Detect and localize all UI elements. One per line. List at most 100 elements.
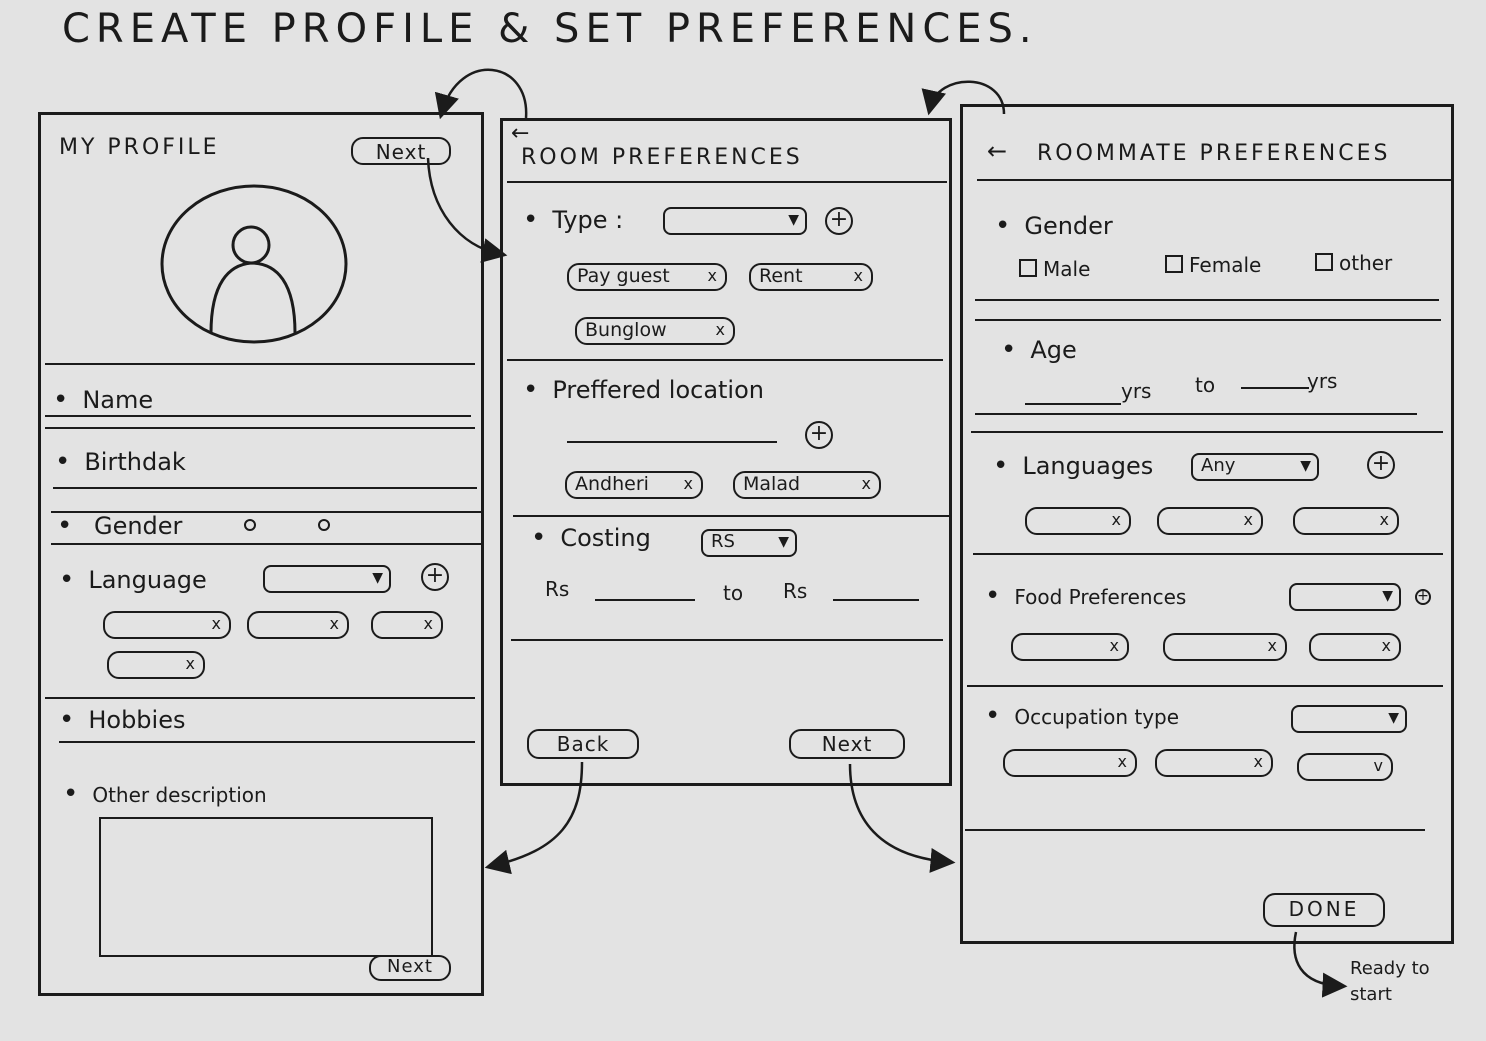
gender-radio-2[interactable] — [317, 519, 330, 531]
name-label: Name — [53, 385, 153, 415]
cost-from-input[interactable] — [595, 599, 695, 601]
checkbox[interactable] — [1019, 259, 1037, 277]
language-chip-4[interactable]: x — [107, 651, 205, 679]
add-type-plus-icon[interactable]: + — [825, 207, 853, 235]
occupation-chip-3[interactable]: v — [1297, 753, 1393, 781]
close-icon[interactable]: x — [1381, 636, 1391, 655]
chevron-down-icon: ▼ — [788, 212, 799, 228]
type-dropdown[interactable]: ▼ — [663, 207, 807, 235]
gender-option-female[interactable]: Female — [1165, 253, 1261, 277]
occupation-label: Occupation type — [985, 701, 1179, 731]
close-icon[interactable]: x — [1117, 752, 1127, 771]
room-next-button[interactable]: Next — [789, 729, 905, 759]
location-input[interactable] — [567, 441, 777, 443]
add-language-plus-icon[interactable]: + — [1367, 451, 1395, 479]
profile-next-button-top[interactable]: Next — [351, 137, 451, 165]
food-chip-1[interactable]: x — [1011, 633, 1129, 661]
age-to-word: to — [1195, 373, 1216, 397]
room-back-button[interactable]: Back — [527, 729, 639, 759]
language-label: Language — [59, 565, 206, 595]
close-icon[interactable]: x — [211, 614, 221, 633]
language-chip-3[interactable]: x — [1293, 507, 1399, 535]
close-icon[interactable]: x — [683, 474, 693, 493]
checkbox[interactable] — [1315, 253, 1333, 271]
close-icon[interactable]: x — [185, 654, 195, 673]
roommate-preferences-screen: ← ROOMMATE PREFERENCES Gender Male Femal… — [960, 104, 1454, 944]
arrow-profile-next-to-room — [426, 157, 508, 263]
close-icon[interactable]: x — [1379, 510, 1389, 529]
description-textarea[interactable] — [99, 817, 433, 957]
age-to-input[interactable] — [1241, 387, 1309, 389]
chevron-down-icon: ▼ — [1300, 458, 1311, 474]
close-icon[interactable]: x — [707, 266, 717, 285]
arrow-next-to-roommate — [848, 763, 956, 873]
location-label: Preffered location — [523, 375, 764, 405]
close-icon[interactable]: x — [853, 266, 863, 285]
chevron-down-icon: ▼ — [1388, 710, 1399, 726]
close-icon[interactable]: x — [1111, 510, 1121, 529]
back-arrow-icon[interactable]: ← — [511, 121, 530, 146]
gender-option-male[interactable]: Male — [1019, 257, 1090, 281]
cost-to-prefix: Rs — [783, 579, 808, 603]
close-icon[interactable]: x — [861, 474, 871, 493]
page-title: CREATE PROFILE & SET PREFERENCES. — [62, 6, 1038, 52]
arrow-back-to-profile — [484, 761, 584, 875]
occupation-chip-2[interactable]: x — [1155, 749, 1273, 777]
close-icon[interactable]: x — [715, 320, 725, 339]
gender-pref-label: Gender — [995, 211, 1112, 241]
age-from-input[interactable] — [1025, 403, 1121, 405]
roommate-header: ROOMMATE PREFERENCES — [1037, 141, 1391, 166]
add-location-plus-icon[interactable]: + — [805, 421, 833, 449]
age-from-unit: yrs — [1121, 379, 1152, 403]
add-language-plus-icon[interactable]: + — [421, 563, 449, 591]
back-arrow-icon[interactable]: ← — [987, 137, 1008, 165]
language-dropdown[interactable]: ▼ — [263, 565, 391, 593]
gender-option-other[interactable]: other — [1315, 251, 1392, 275]
close-icon[interactable]: x — [1243, 510, 1253, 529]
birthdate-label: Birthdak — [55, 447, 185, 477]
close-icon[interactable]: x — [329, 614, 339, 633]
profile-next-button-bottom[interactable]: Next — [369, 955, 451, 981]
language-chip-1[interactable]: x — [1025, 507, 1131, 535]
languages-label: Languages — [993, 451, 1153, 481]
avatar[interactable] — [159, 183, 349, 345]
cost-to-input[interactable] — [833, 599, 919, 601]
food-preferences-label: Food Preferences — [985, 581, 1186, 611]
close-icon[interactable]: x — [1253, 752, 1263, 771]
occupation-dropdown[interactable]: ▼ — [1291, 705, 1407, 733]
chevron-down-icon: ▼ — [372, 570, 383, 586]
close-icon[interactable]: x — [423, 614, 433, 633]
cost-from-prefix: Rs — [545, 577, 570, 601]
language-chip-2[interactable]: x — [247, 611, 349, 639]
type-label: Type : — [523, 205, 623, 235]
language-chip-1[interactable]: x — [103, 611, 231, 639]
language-chip-3[interactable]: x — [371, 611, 443, 639]
done-button[interactable]: DONE — [1263, 893, 1385, 927]
add-food-plus-icon[interactable]: + — [1415, 589, 1431, 605]
occupation-chip-1[interactable]: x — [1003, 749, 1137, 777]
hobbies-label: Hobbies — [59, 705, 185, 735]
languages-dropdown[interactable]: Any▼ — [1191, 453, 1319, 481]
costing-label: Costing — [531, 523, 650, 553]
user-icon — [160, 184, 348, 344]
cost-to-word: to — [723, 581, 744, 605]
food-chip-3[interactable]: x — [1309, 633, 1401, 661]
gender-radio-1[interactable] — [244, 519, 257, 531]
language-chip-2[interactable]: x — [1157, 507, 1263, 535]
ready-to-start-note: Ready to start — [1350, 958, 1430, 1005]
room-header: ROOM PREFERENCES — [521, 145, 803, 170]
food-dropdown[interactable]: ▼ — [1289, 583, 1401, 611]
checkbox[interactable] — [1165, 255, 1183, 273]
close-icon[interactable]: x — [1267, 636, 1277, 655]
age-to-unit: yrs — [1307, 369, 1338, 393]
currency-dropdown[interactable]: RS▼ — [701, 529, 797, 557]
close-icon[interactable]: x — [1109, 636, 1119, 655]
chevron-down-icon: ▼ — [1382, 588, 1393, 604]
food-chip-2[interactable]: x — [1163, 633, 1287, 661]
gender-label: Gender — [93, 512, 183, 540]
